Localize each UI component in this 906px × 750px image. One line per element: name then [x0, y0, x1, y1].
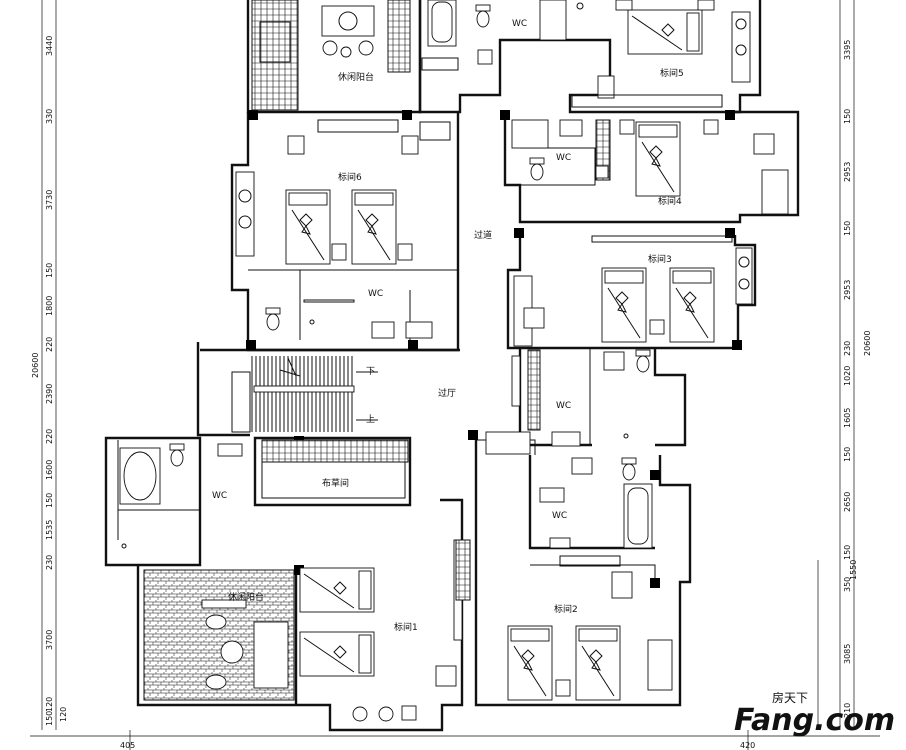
svg-text:220: 220	[45, 429, 54, 444]
label-leisure-balcony-bottom: 休闲阳台	[228, 591, 264, 603]
svg-text:150: 150	[843, 109, 852, 124]
svg-text:3730: 3730	[45, 190, 54, 210]
svg-text:150: 150	[45, 493, 54, 508]
svg-text:2390: 2390	[45, 384, 54, 404]
svg-text:150: 150	[45, 263, 54, 278]
svg-text:150: 150	[45, 711, 54, 726]
bottom-left-wc-fixtures	[119, 443, 243, 549]
label-linen: 布草间	[322, 477, 349, 489]
svg-text:1535: 1535	[45, 520, 54, 540]
label-wc-top: WC	[512, 19, 527, 29]
linen-shelves	[261, 439, 409, 463]
overall-dim-right: 20600	[863, 331, 872, 356]
label-room3: 标间3	[648, 253, 672, 265]
overall-dim-left: 20600	[31, 353, 40, 378]
label-room5: 标间5	[660, 67, 684, 79]
dimension-lines	[30, 0, 880, 750]
room2-furniture	[507, 555, 673, 701]
label-hall: 过厅	[438, 387, 456, 399]
label-wc-room4: WC	[556, 153, 571, 163]
svg-text:405: 405	[120, 741, 135, 750]
svg-text:150: 150	[843, 545, 852, 560]
room4-furniture	[511, 119, 789, 215]
svg-text:1550: 1550	[849, 560, 858, 580]
label-wc-bottom-left: WC	[212, 491, 227, 501]
svg-text:330: 330	[45, 109, 54, 124]
right-mid-wc-fixtures	[485, 349, 651, 455]
svg-text:220: 220	[45, 337, 54, 352]
label-corridor: 过道	[474, 229, 492, 241]
svg-text:1020: 1020	[843, 366, 852, 386]
top-balcony	[251, 0, 411, 111]
dims-bottom: 405 420	[120, 741, 755, 750]
svg-text:3440: 3440	[45, 36, 54, 56]
room1-furniture	[299, 539, 471, 722]
label-room2: 标间2	[554, 603, 578, 615]
label-wc-room6: WC	[368, 289, 383, 299]
svg-text:2953: 2953	[843, 162, 852, 182]
hall-closet	[511, 349, 541, 431]
label-room4: 标间4	[658, 195, 682, 207]
label-stair-up: 上	[366, 414, 375, 425]
dims-right: 3395 150 2953 150 2953 230 1020 1605 150…	[843, 40, 872, 718]
room2-wc-fixtures	[539, 457, 653, 549]
svg-text:230: 230	[843, 341, 852, 356]
staircase	[231, 356, 378, 433]
svg-text:210: 210	[843, 703, 852, 718]
svg-text:3395: 3395	[843, 40, 852, 60]
svg-text:1605: 1605	[843, 408, 852, 428]
watermark: 房天下 Fang.com	[734, 690, 895, 738]
svg-text:350: 350	[843, 577, 852, 592]
svg-text:1600: 1600	[45, 460, 54, 480]
label-stair-down: 下	[366, 367, 375, 377]
svg-text:2953: 2953	[843, 280, 852, 300]
label-wc-right-mid: WC	[556, 401, 571, 411]
top-wc-fixtures	[421, 0, 584, 71]
room6-furniture	[235, 119, 451, 265]
svg-text:3700: 3700	[45, 630, 54, 650]
svg-text:150: 150	[843, 447, 852, 462]
room3-furniture	[513, 235, 753, 347]
label-room1: 标间1	[394, 621, 418, 633]
svg-text:230: 230	[45, 555, 54, 570]
svg-text:120: 120	[45, 697, 54, 712]
label-leisure-balcony-top: 休闲阳台	[338, 71, 374, 83]
svg-text:1800: 1800	[45, 296, 54, 316]
bottom-balcony	[143, 569, 295, 701]
svg-text:120: 120	[59, 707, 68, 722]
svg-text:150: 150	[843, 221, 852, 236]
label-wc-room2: WC	[552, 511, 567, 521]
dims-left: 3440 330 3730 150 1800 220 2390 220 1600…	[31, 36, 68, 726]
structural-columns	[246, 110, 742, 588]
label-room6: 标间6	[338, 171, 362, 183]
room6-wc-fixtures	[265, 299, 433, 339]
svg-text:420: 420	[740, 741, 755, 750]
svg-text:3085: 3085	[843, 644, 852, 664]
watermark-sub: 房天下	[772, 690, 808, 705]
watermark-brand: Fang.com	[734, 703, 895, 738]
svg-text:2650: 2650	[843, 492, 852, 512]
room5-furniture	[571, 0, 751, 108]
